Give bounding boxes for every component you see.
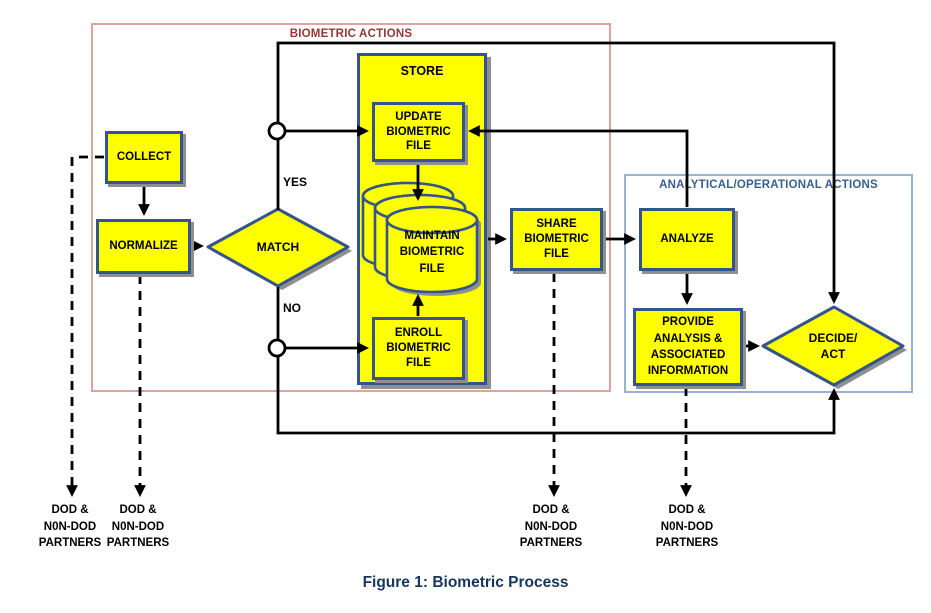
normalize-box: NORMALIZE [96,219,191,274]
partners-label-provide: DOD & N0N-DOD PARTNERS [655,504,719,550]
match-diamond-label: MATCH [256,240,300,254]
decide-act-diamond-label: DECIDE/ ACT [808,331,858,361]
provide-analysis-box: PROVIDE ANALYSIS & ASSOCIATED INFORMATIO… [633,308,743,386]
no-branch-label: NO [283,301,301,315]
biometric-actions-group-label: BIOMETRIC ACTIONS [289,28,413,40]
yes-branch-label: YES [283,175,308,189]
analyze-box: ANALYZE [639,208,735,271]
partners-label-collect: DOD & N0N-DOD PARTNERS [38,504,102,550]
figure-caption: Figure 1: Biometric Process [362,574,569,591]
enroll-biometric-file-box: ENROLL BIOMETRIC FILE [372,317,465,380]
share-biometric-file-box: SHARE BIOMETRIC FILE [510,208,603,271]
analytical-operational-actions-group-label: ANALYTICAL/OPERATIONAL ACTIONS [659,179,878,191]
partners-label-normalize: DOD & N0N-DOD PARTNERS [106,504,170,550]
store-group-label: STORE [400,64,444,78]
partners-label-share: DOD & N0N-DOD PARTNERS [519,504,583,550]
maintain-biometric-file-label: MAINTAIN BIOMETRIC FILE [399,230,465,275]
collect-box: COLLECT [105,131,183,184]
update-biometric-file-box: UPDATE BIOMETRIC FILE [372,102,465,162]
